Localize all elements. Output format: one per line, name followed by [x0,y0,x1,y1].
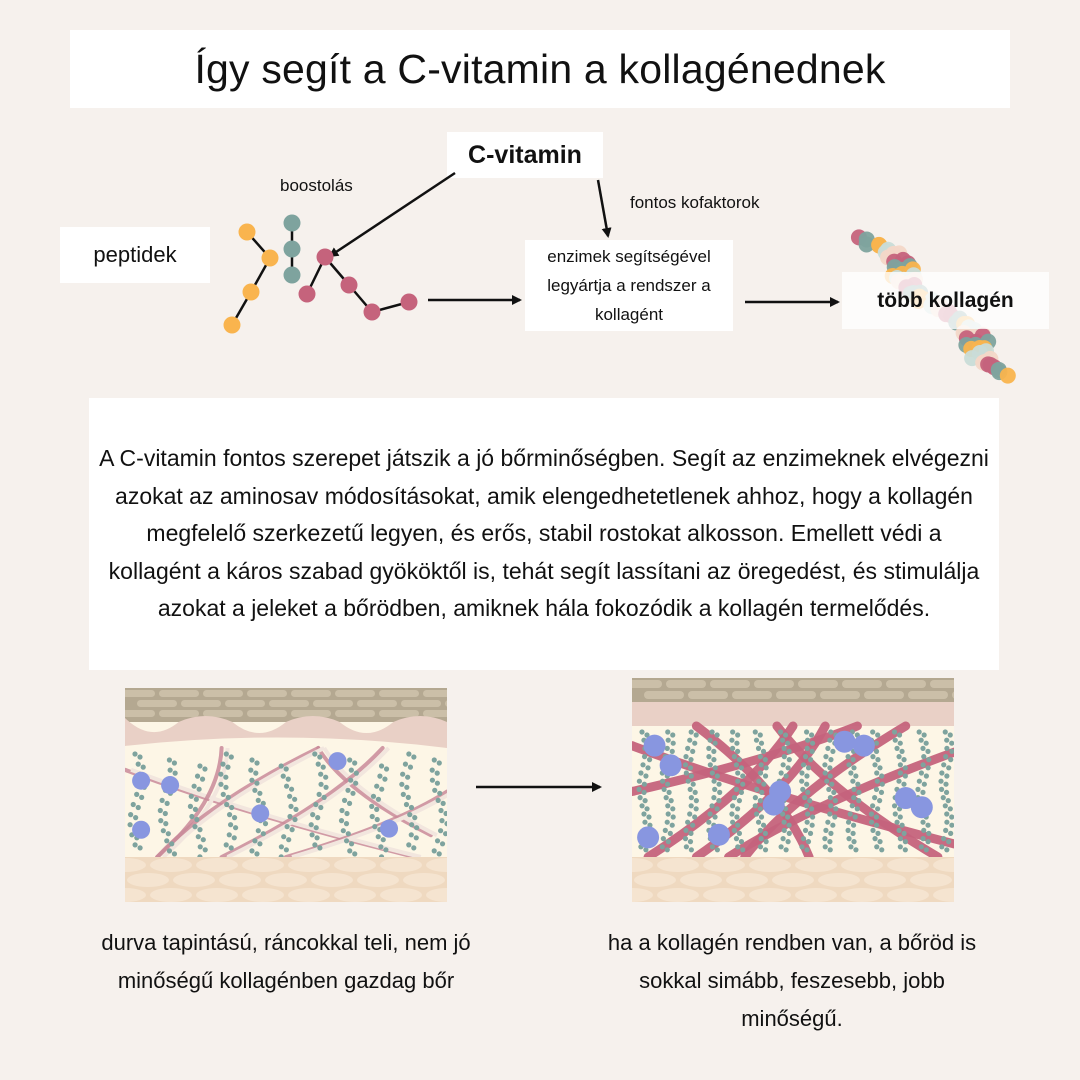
description-text: A C-vitamin fontos szerepet játszik a jó… [99,445,989,622]
collagen-bead [858,236,875,253]
smooth-skin-illustration [632,678,954,902]
enzyme-text: enzimek segítségével legyártja a rendsze… [547,247,711,324]
description-box: A C-vitamin fontos szerepet játszik a jó… [89,398,999,670]
boost-label: boostolás [280,176,353,195]
collagen-bead [999,367,1016,384]
peptides-label: peptidek [93,242,177,267]
collagen-synthesis-diagram [223,171,1016,384]
page-title: Így segít a C-vitamin a kollagénednek [194,45,886,92]
vitamin-c-box: C-vitamin [447,132,603,178]
title-box: Így segít a C-vitamin a kollagénednek [70,30,1010,108]
enzyme-box: enzimek segítségével legyártja a rendsze… [525,240,733,331]
cofactor-label: fontos kofaktorok [630,193,760,212]
peptides-box: peptidek [60,227,210,283]
boost-arrow [328,171,456,258]
after-caption: ha a kollagén rendben van, a bőröd is so… [607,930,977,1031]
more-collagen-label: több kollagén [877,288,1014,312]
cofactor-arrow [596,179,612,238]
vitamin-c-label: C-vitamin [468,140,582,169]
peptide-molecule-icon [230,223,410,326]
rough-skin-illustration [125,688,447,902]
before-caption: durva tapintású, ráncokkal teli, nem jó … [101,930,471,993]
more-collagen-box: több kollagén [842,272,1049,329]
